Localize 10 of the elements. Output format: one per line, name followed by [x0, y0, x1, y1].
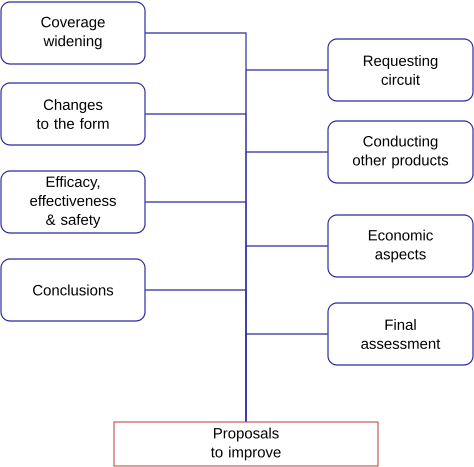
topic-box: Requesting circuit [327, 38, 474, 102]
result-box: Proposals to improve [114, 422, 378, 466]
connector-line [245, 333, 328, 422]
topic-box: Changes to the form [0, 82, 146, 146]
topic-box: Final assessment [327, 302, 474, 366]
topic-box: Coverage widening [0, 1, 146, 65]
topic-box: Efficacy, effectiveness & safety [0, 170, 146, 234]
topic-box: Conducting other products [327, 120, 474, 184]
topic-box: Conclusions [0, 258, 146, 322]
topic-box: Economic aspects [327, 214, 474, 278]
